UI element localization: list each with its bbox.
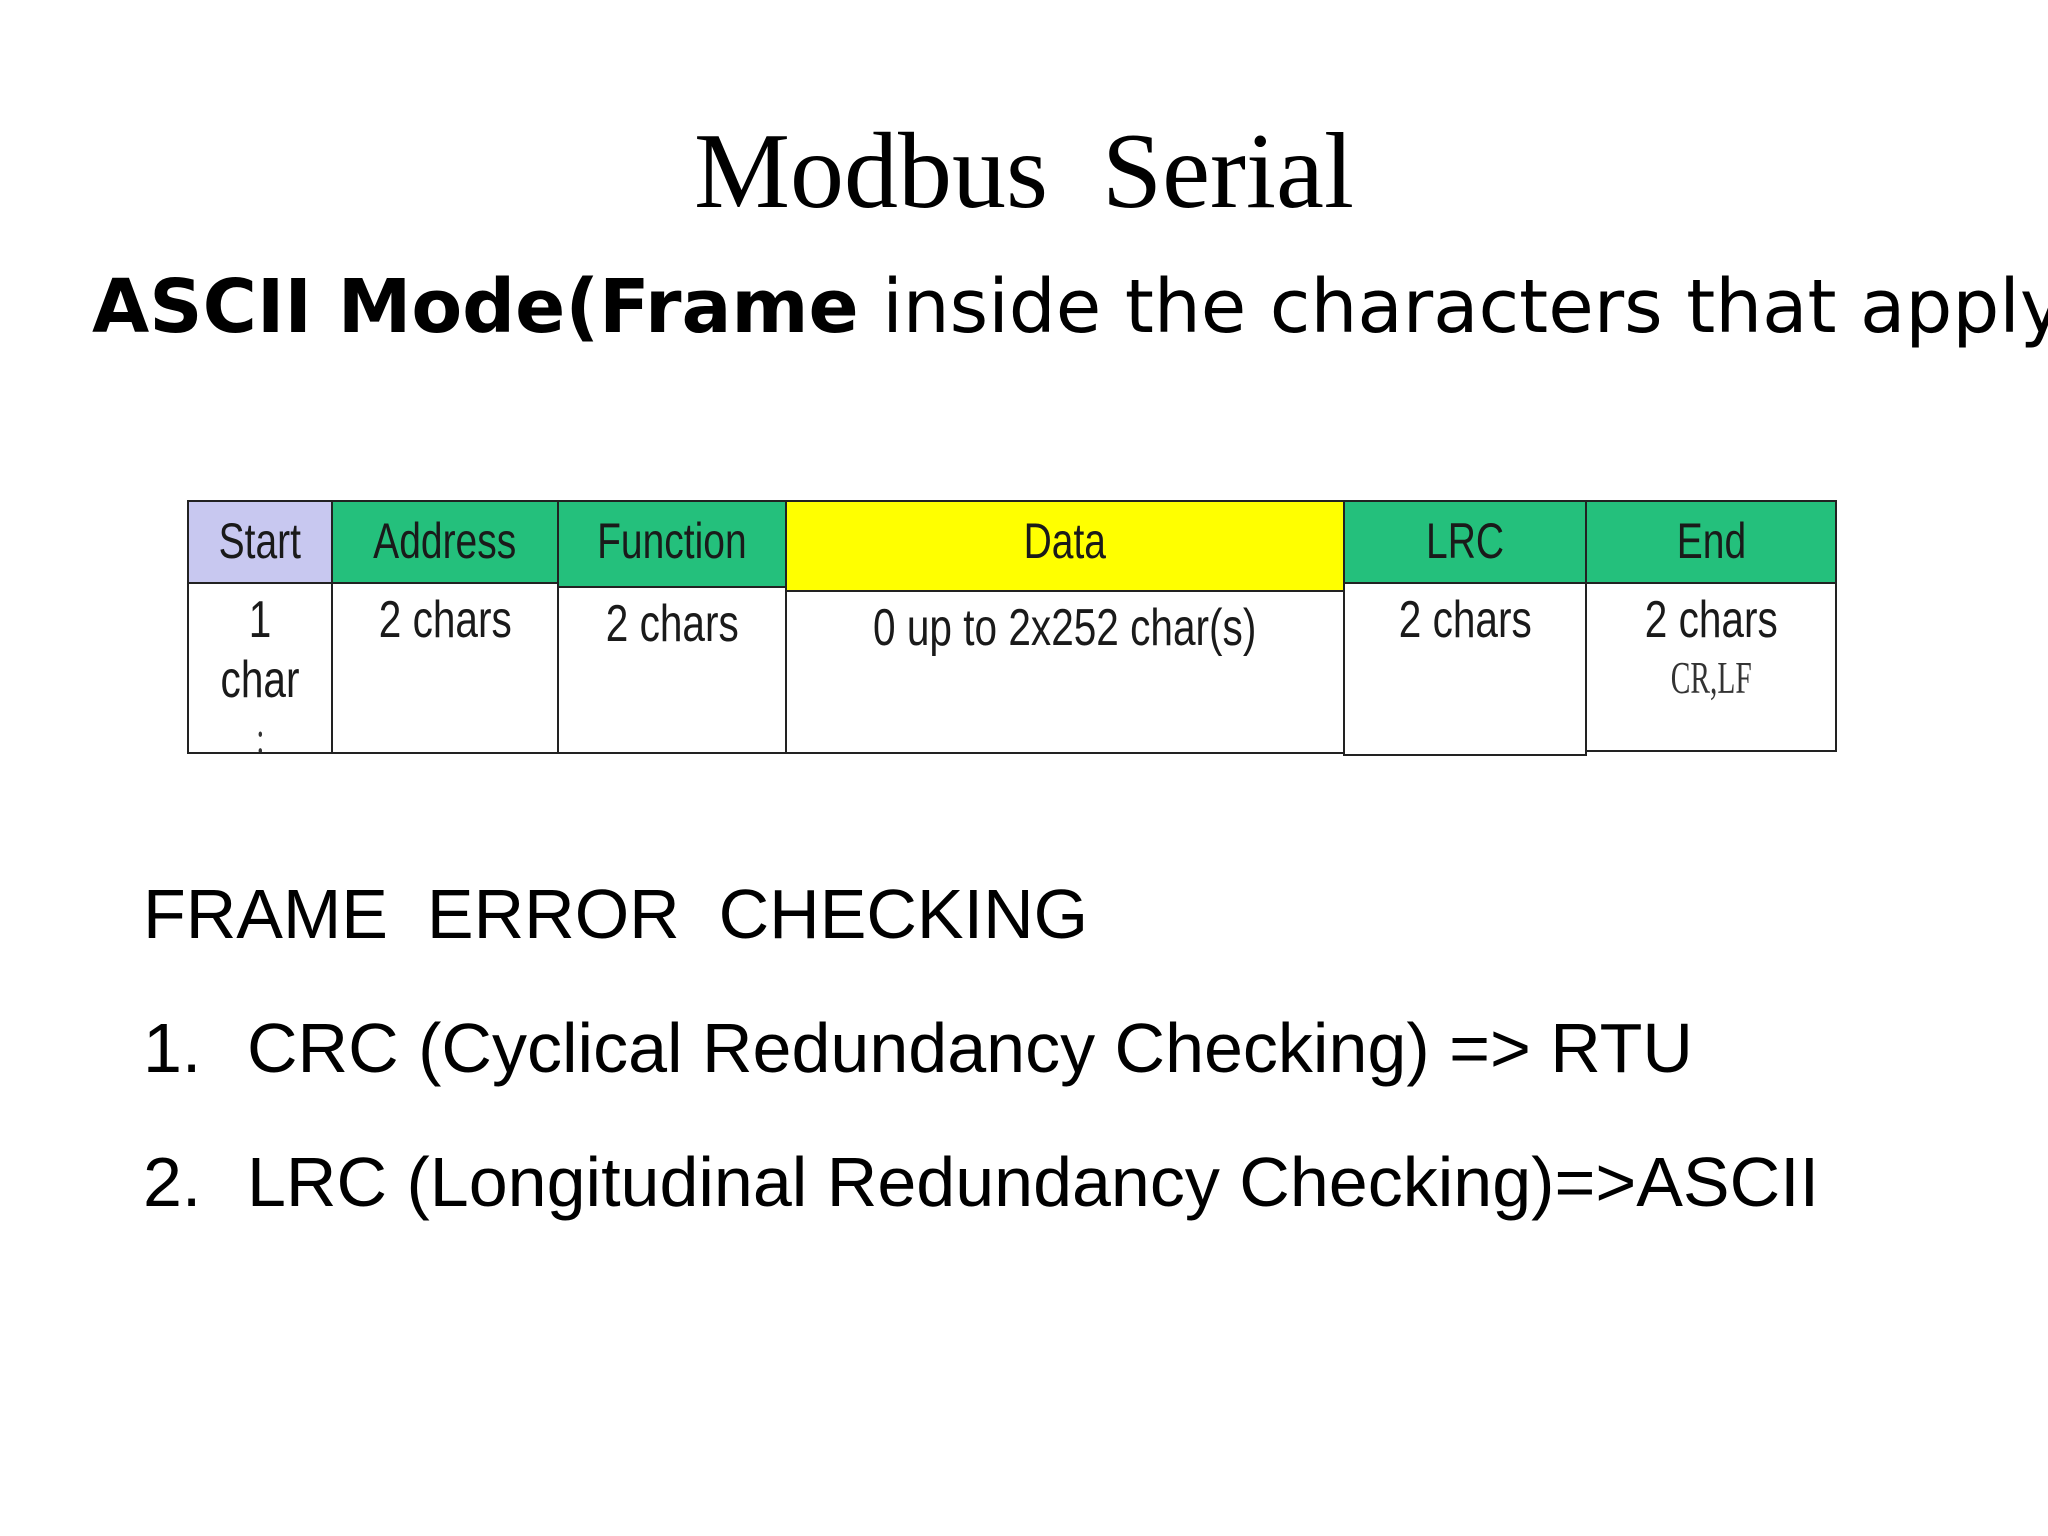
- frame-body-end: 2 chars CR,LF: [1585, 582, 1837, 752]
- frame-header-start: Start: [187, 500, 333, 584]
- frame-body-end-chars-text: CR,LF: [1670, 652, 1752, 703]
- list-number: 1.: [143, 1009, 202, 1087]
- frame-body-address: 2 chars: [331, 582, 559, 754]
- slide-subtitle: ASCII Mode(Frame inside the characters t…: [92, 262, 2048, 352]
- subtitle-regular-part: inside the characters that apply): [858, 264, 2048, 350]
- error-checking-heading: FRAME ERROR CHECKING: [143, 875, 1089, 953]
- error-checking-item-crc: 1. CRC (Cyclical Redundancy Checking) => …: [143, 1006, 1693, 1090]
- frame-body-function-size: 2 chars: [605, 595, 739, 653]
- subtitle-bold-part: ASCII Mode(Frame: [92, 264, 859, 350]
- frame-body-data: 0 up to 2x252 char(s): [785, 590, 1345, 754]
- frame-header-address: Address: [331, 500, 559, 584]
- frame-header-start-label: Start: [218, 513, 302, 569]
- list-number: 2.: [143, 1143, 202, 1221]
- frame-body-lrc-size: 2 chars: [1398, 591, 1532, 649]
- frame-body-data-size: 0 up to 2x252 char(s): [873, 599, 1257, 657]
- frame-header-function: Function: [557, 500, 787, 588]
- frame-body-end-size: 2 chars: [1644, 591, 1778, 649]
- frame-body-start: 1 char :: [187, 582, 333, 754]
- list-item-text: CRC (Cyclical Redundancy Checking) => RT…: [247, 1009, 1693, 1087]
- frame-header-data-label: Data: [1023, 513, 1107, 569]
- frame-body-address-size: 2 chars: [378, 591, 512, 649]
- frame-header-end-label: End: [1676, 513, 1746, 569]
- frame-body-start-size: 1 char: [220, 591, 300, 709]
- frame-header-data: Data: [785, 500, 1345, 592]
- frame-body-end-chars: CR,LF: [1614, 650, 1807, 706]
- frame-header-lrc: LRC: [1343, 500, 1587, 584]
- ascii-frame-table: Start Address Function Data LRC End 1 ch…: [187, 500, 1837, 756]
- frame-header-lrc-label: LRC: [1425, 513, 1505, 569]
- frame-body-lrc: 2 chars: [1343, 582, 1587, 756]
- frame-body-start-char: :: [205, 710, 316, 754]
- frame-header-function-label: Function: [597, 513, 747, 569]
- error-checking-item-lrc: 2. LRC (Longitudinal Redundancy Checking)…: [143, 1140, 1819, 1224]
- list-item-text: LRC (Longitudinal Redundancy Checking)=>…: [247, 1143, 1820, 1221]
- slide-title: Modbus Serial: [694, 112, 1354, 231]
- frame-header-end: End: [1585, 500, 1837, 584]
- frame-body-start-char-text: :: [255, 712, 265, 754]
- frame-header-address-label: Address: [373, 513, 517, 569]
- frame-body-function: 2 chars: [557, 586, 787, 754]
